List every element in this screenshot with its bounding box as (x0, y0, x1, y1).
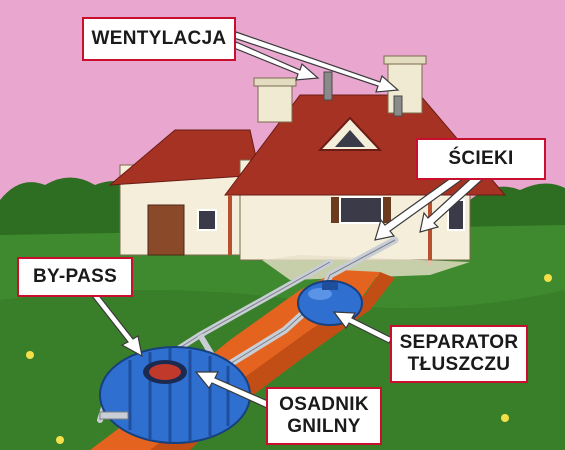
septic-tank-contents (149, 364, 181, 380)
downpipe-left (228, 195, 232, 255)
label-wentylacja: WENTYLACJA (82, 17, 236, 61)
arrow-separator (332, 311, 393, 344)
flower (26, 351, 34, 359)
shutter-right (383, 197, 391, 223)
arrow-scieki-left (374, 169, 468, 241)
vent-pipe-left (323, 71, 333, 101)
downpipe-right (428, 195, 432, 265)
label-scieki: ŚCIEKI (416, 138, 546, 180)
label-wentylacja-text: WENTYLACJA (91, 28, 227, 49)
front-window (339, 196, 383, 224)
arrow-wentylacja-right (233, 31, 400, 93)
label-scieki-text: ŚCIEKI (448, 148, 514, 169)
shutter-left (331, 197, 339, 223)
grease-separator-highlight (308, 288, 332, 300)
flower (501, 414, 509, 422)
label-separator-line1: SEPARATOR (399, 332, 519, 353)
label-osadnik-line2: GNILNY (287, 416, 361, 437)
hedge-left (0, 177, 140, 250)
arrows (91, 31, 485, 409)
left-wing-window (197, 209, 217, 231)
label-separator-line2: TŁUSZCZU (407, 354, 511, 375)
flower (544, 274, 552, 282)
grease-separator-lid (322, 282, 338, 290)
septic-tank-inlet (99, 411, 129, 420)
chimney-left (257, 79, 293, 123)
label-osadnik-line1: OSADNIK (279, 394, 369, 415)
chimney-right-cap (383, 55, 427, 65)
arrow-scieki-right (419, 171, 485, 233)
garage-door (147, 204, 185, 256)
arrow-osadnik (194, 371, 271, 409)
chimney-left-cap (253, 77, 297, 87)
label-separator-tluszczu: SEPARATOR TŁUSZCZU (390, 325, 528, 383)
label-bypass-text: BY-PASS (32, 266, 118, 287)
septic-tank-ribs (128, 348, 230, 442)
label-osadnik-gnilny: OSADNIK GNILNY (266, 387, 382, 445)
arrow-bypass (91, 292, 143, 358)
vent-pipe-right (393, 95, 403, 117)
flower (56, 436, 64, 444)
house-left-wing-roof (108, 129, 261, 186)
dormer-window (335, 130, 365, 147)
arrow-wentylacja-left (233, 41, 320, 81)
label-bypass: BY-PASS (17, 257, 133, 297)
